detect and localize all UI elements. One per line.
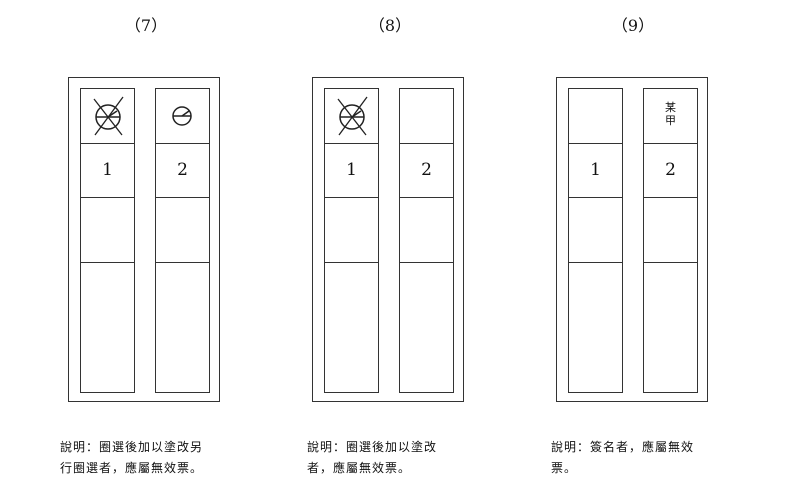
candidate-number: 2 [400,143,453,198]
caption: 說明：圈選後加以塗改 者，應屬無效票。 [307,437,437,479]
crossed-out-stamp-icon [93,96,124,136]
ballot-example-9: 1 某甲 2 [556,77,708,402]
panel-title: （9） [611,16,655,35]
vote-box [569,89,622,144]
caption: 說明：圈選後加以塗改另 行圈選者，應屬無效票。 [60,437,203,479]
candidate-column-1: 1 [324,88,379,393]
blank-cell [400,197,453,263]
candidate-number: 1 [325,143,378,198]
candidate-column-1: 1 [568,88,623,393]
crossed-out-stamp-icon [337,96,368,136]
caption-line: 行圈選者，應屬無效票。 [60,461,204,475]
signature-text: 某甲 [665,101,676,127]
candidate-number: 2 [644,143,697,198]
caption-line: 說明：簽名者，應屬無效 [551,440,695,454]
candidate-column-2: 某甲 2 [643,88,698,393]
blank-cell [644,197,697,263]
candidate-number: 1 [81,143,134,198]
vote-box [156,89,209,144]
vote-box: 某甲 [644,89,697,144]
blank-cell [325,197,378,263]
caption: 說明：簽名者，應屬無效 票。 [551,437,694,479]
blank-cell [156,197,209,263]
candidate-number: 2 [156,143,209,198]
panel-title: （8） [368,16,412,35]
ballot-example-8: 1 2 [312,77,464,402]
candidate-column-2: 2 [399,88,454,393]
vote-box [325,89,378,144]
candidate-number: 1 [569,143,622,198]
caption-line: 票。 [551,461,578,475]
caption-line: 說明：圈選後加以塗改 [307,440,438,454]
vote-stamp-icon [172,106,192,126]
candidate-column-1: 1 [80,88,135,393]
vote-box [400,89,453,144]
panel-title: （7） [124,16,168,35]
blank-cell [569,197,622,263]
ballot-example-7: 1 2 [68,77,220,402]
vote-box [81,89,134,144]
candidate-column-2: 2 [155,88,210,393]
caption-line: 者，應屬無效票。 [307,461,412,475]
caption-line: 說明：圈選後加以塗改另 [60,440,204,454]
blank-cell [81,197,134,263]
